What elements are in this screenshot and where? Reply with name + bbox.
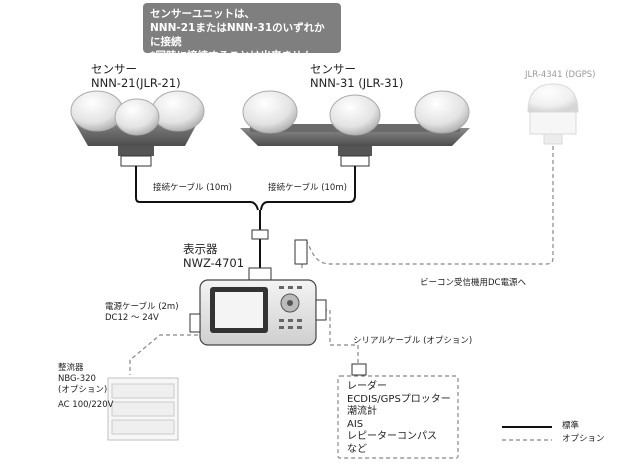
display-unit-illustration xyxy=(189,267,327,346)
sensor-nnn21-illustration xyxy=(70,90,205,167)
beacon-connector xyxy=(294,239,308,265)
sensor-nnn31-illustration xyxy=(240,90,470,167)
rectifier-voltage: AC 100/220V xyxy=(58,400,114,410)
connection-note: センサーユニットは、 NNN-21またはNNN-31のいずれかに接続 *同時に接… xyxy=(143,3,341,62)
rectifier-illustration xyxy=(107,377,179,441)
power-cable-label: 電源ケーブル (2m) xyxy=(105,302,179,312)
note-line-2: NNN-21またはNNN-31のいずれかに接続 xyxy=(150,22,325,48)
dgps-label: JLR-4341 (DGPS) xyxy=(525,70,596,80)
rectifier-title: 整流器 xyxy=(58,363,84,373)
sensor-right-model: NNN-31 (JLR-31) xyxy=(310,76,404,90)
cable-left-label: 接続ケーブル (10m) xyxy=(153,183,232,193)
device-list: レーダー ECDIS/GPSプロッター 潮流計 AIS レピーターコンパス など xyxy=(347,381,451,456)
display-model: NWZ-4701 xyxy=(183,256,245,270)
serial-connector xyxy=(351,363,367,376)
sensor-left-model: NNN-21(JLR-21) xyxy=(91,76,181,90)
serial-cable-label: シリアルケーブル (オプション) xyxy=(353,336,473,346)
beacon-power-label: ビーコン受信機用DC電源へ xyxy=(420,278,526,288)
display-title: 表示器 xyxy=(183,242,218,256)
legend-option-label: オプション xyxy=(562,434,605,444)
sensor-right-title: センサー xyxy=(310,62,356,76)
dgps-antenna-illustration xyxy=(527,83,579,145)
device-etc: など xyxy=(347,443,367,455)
power-voltage-label: DC12 〜 24V xyxy=(105,313,159,323)
rectifier-option: (オプション) xyxy=(58,385,108,395)
legend-standard-label: 標準 xyxy=(562,421,580,431)
note-line-3: *同時に接続することは出来ません xyxy=(150,50,313,62)
note-line-1: センサーユニットは、 xyxy=(150,8,255,20)
sensor-left-title: センサー xyxy=(91,62,137,76)
device-radar: レーダー xyxy=(347,381,387,392)
rectifier-model: NBG-320 xyxy=(58,374,96,384)
device-repeater-compass: レピーターコンパス xyxy=(347,431,437,442)
device-current-meter: 潮流計 xyxy=(347,406,377,417)
device-ais: AIS xyxy=(347,418,364,430)
cable-connector xyxy=(251,229,269,240)
device-ecdis: ECDIS/GPSプロッター xyxy=(347,393,451,405)
cable-right-label: 接続ケーブル (10m) xyxy=(268,183,347,193)
